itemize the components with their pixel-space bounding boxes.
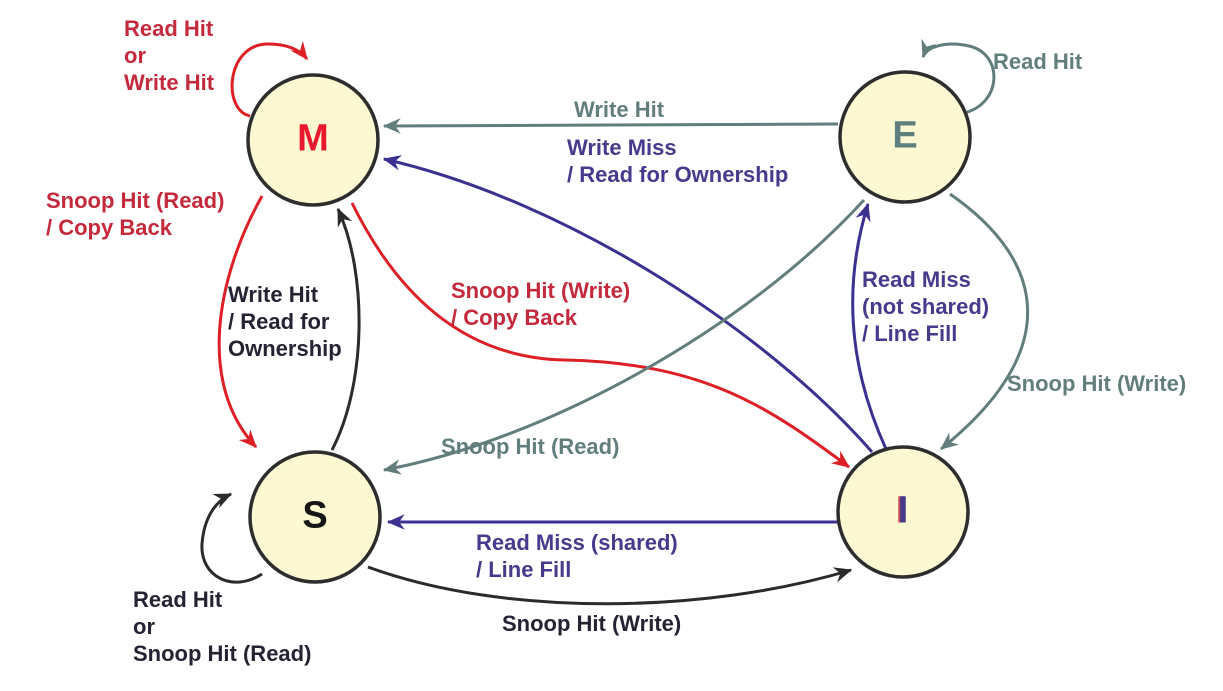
label-s-selfloop: Read Hit or Snoop Hit (Read)	[133, 587, 312, 666]
arrow-m-selfloop	[230, 40, 309, 118]
arrow-s-to-m	[330, 207, 361, 451]
label-s-to-i: Snoop Hit (Write)	[502, 611, 682, 636]
state-i-circle	[836, 445, 970, 579]
label-e-to-s: Snoop Hit (Read)	[441, 434, 620, 459]
arrow-e-to-s	[382, 198, 866, 475]
arrow-e-selfloop	[921, 38, 996, 115]
label-e-to-i: Snoop Hit (Write)	[1007, 371, 1187, 396]
arrow-s-selfloop	[200, 492, 263, 584]
label-e-to-m: Write Hit	[574, 97, 665, 122]
arrow-m-to-s	[217, 195, 264, 449]
arrow-m-to-i	[350, 202, 850, 469]
label-i-to-e: Read Miss (not shared) / Line Fill	[862, 267, 990, 346]
state-m-label: M	[297, 117, 329, 160]
state-e-circle	[838, 70, 972, 204]
label-i-to-m: Write Miss / Read for Ownership	[567, 135, 789, 187]
label-m-to-i: Snoop Hit (Write) / Copy Back	[451, 278, 631, 330]
label-i-to-s: Read Miss (shared) / Line Fill	[476, 530, 678, 582]
arrow-i-to-m	[382, 155, 874, 453]
label-m-selfloop: Read Hit or Write Hit	[124, 16, 215, 95]
label-e-selfloop: Read Hit	[993, 49, 1083, 74]
state-s-label: S	[302, 494, 328, 537]
arrow-s-to-i	[367, 565, 853, 606]
label-s-to-m: Write Hit / Read for Ownership	[228, 282, 342, 361]
state-s-circle	[248, 450, 382, 584]
state-e-label: E	[892, 114, 918, 157]
state-i-label: I	[897, 489, 909, 532]
arrow-e-to-m	[382, 118, 839, 134]
label-m-to-s: Snoop Hit (Read) / Copy Back	[46, 188, 225, 240]
arrow-e-to-i	[940, 192, 1030, 451]
arrow-i-to-e	[851, 202, 888, 450]
state-m-circle	[246, 73, 380, 207]
